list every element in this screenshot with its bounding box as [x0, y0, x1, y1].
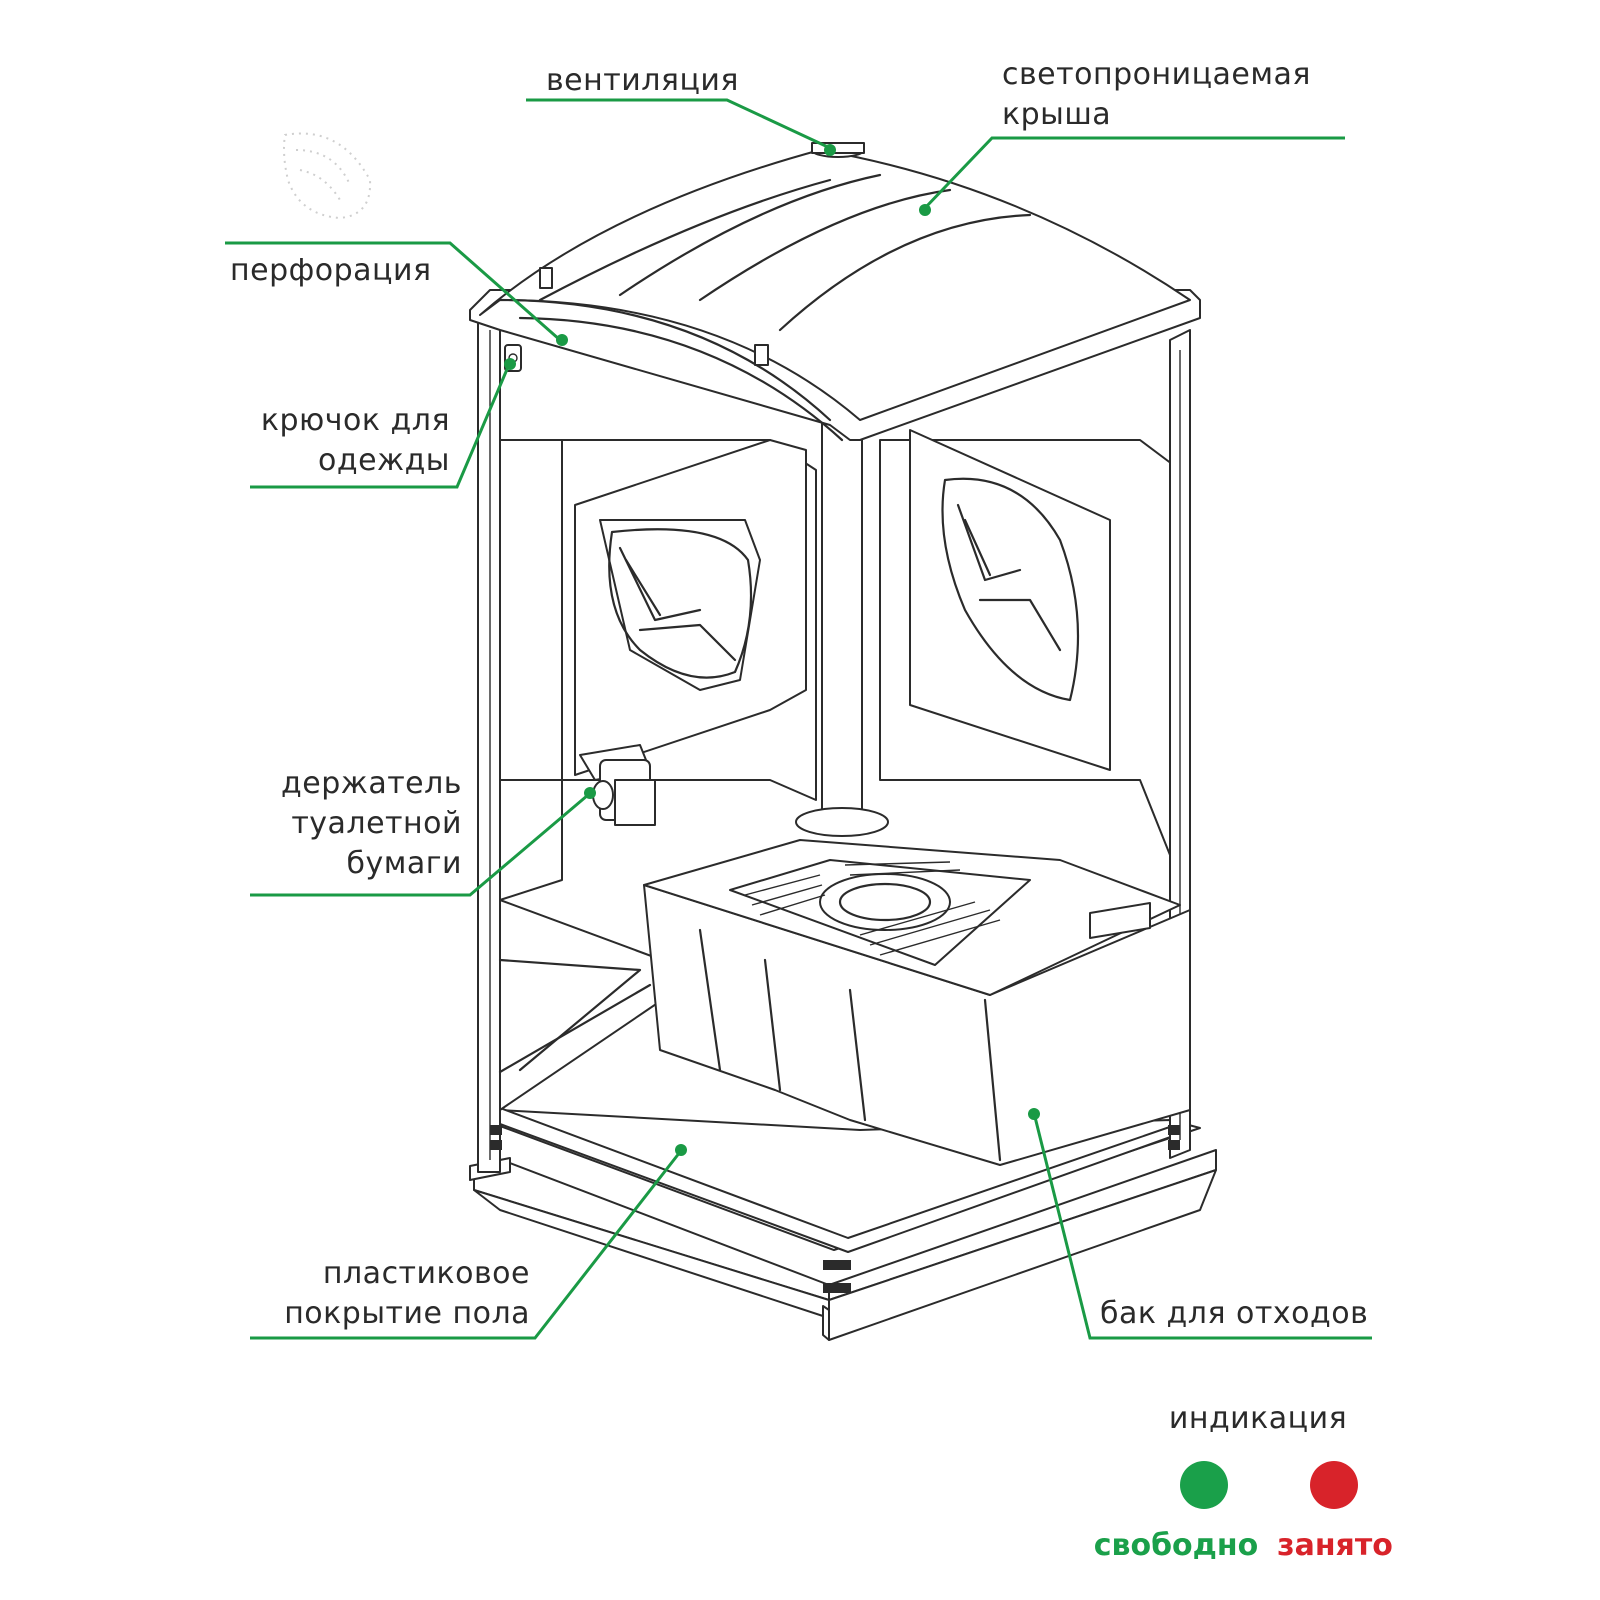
indication-block: индикация свободно занято — [1094, 1401, 1393, 1563]
waste-tank — [643, 884, 1191, 1166]
label-hook-line2: одежды — [318, 443, 450, 478]
back-left-panel — [561, 439, 817, 801]
toilet-paper-holder — [579, 744, 656, 826]
label-floor-line2: покрытие пола — [284, 1296, 530, 1331]
seat-platform — [643, 839, 1181, 996]
translucent-roof — [469, 142, 1201, 442]
free-status-label: свободно — [1094, 1528, 1259, 1563]
label-holder-line3: бумаги — [346, 846, 462, 881]
label-roof-line1: светопроницаемая — [1002, 57, 1311, 92]
busy-indicator — [1310, 1461, 1358, 1509]
label-ventilation: вентиляция — [546, 63, 739, 98]
label-tank: бак для отходов — [1100, 1296, 1368, 1331]
back-right-panel — [879, 429, 1181, 881]
label-holder-line1: держатель — [281, 766, 462, 801]
corner-clips — [490, 1125, 1180, 1293]
leaf-logo-watermark — [283, 132, 372, 220]
free-indicator — [1180, 1461, 1228, 1509]
labels: вентиляция светопроницаемая крыша перфор… — [230, 57, 1368, 1331]
label-holder-line2: туалетной — [291, 806, 462, 841]
leader-lines — [225, 98, 1372, 1340]
label-floor-line1: пластиковое — [323, 1256, 530, 1291]
cabin-drawing — [283, 132, 1217, 1341]
busy-status-label: занято — [1277, 1528, 1393, 1563]
label-roof-line2: крыша — [1002, 97, 1111, 132]
label-perforation: перфорация — [230, 253, 432, 288]
indication-title: индикация — [1169, 1401, 1347, 1436]
label-hook-line1: крючок для — [261, 403, 450, 438]
